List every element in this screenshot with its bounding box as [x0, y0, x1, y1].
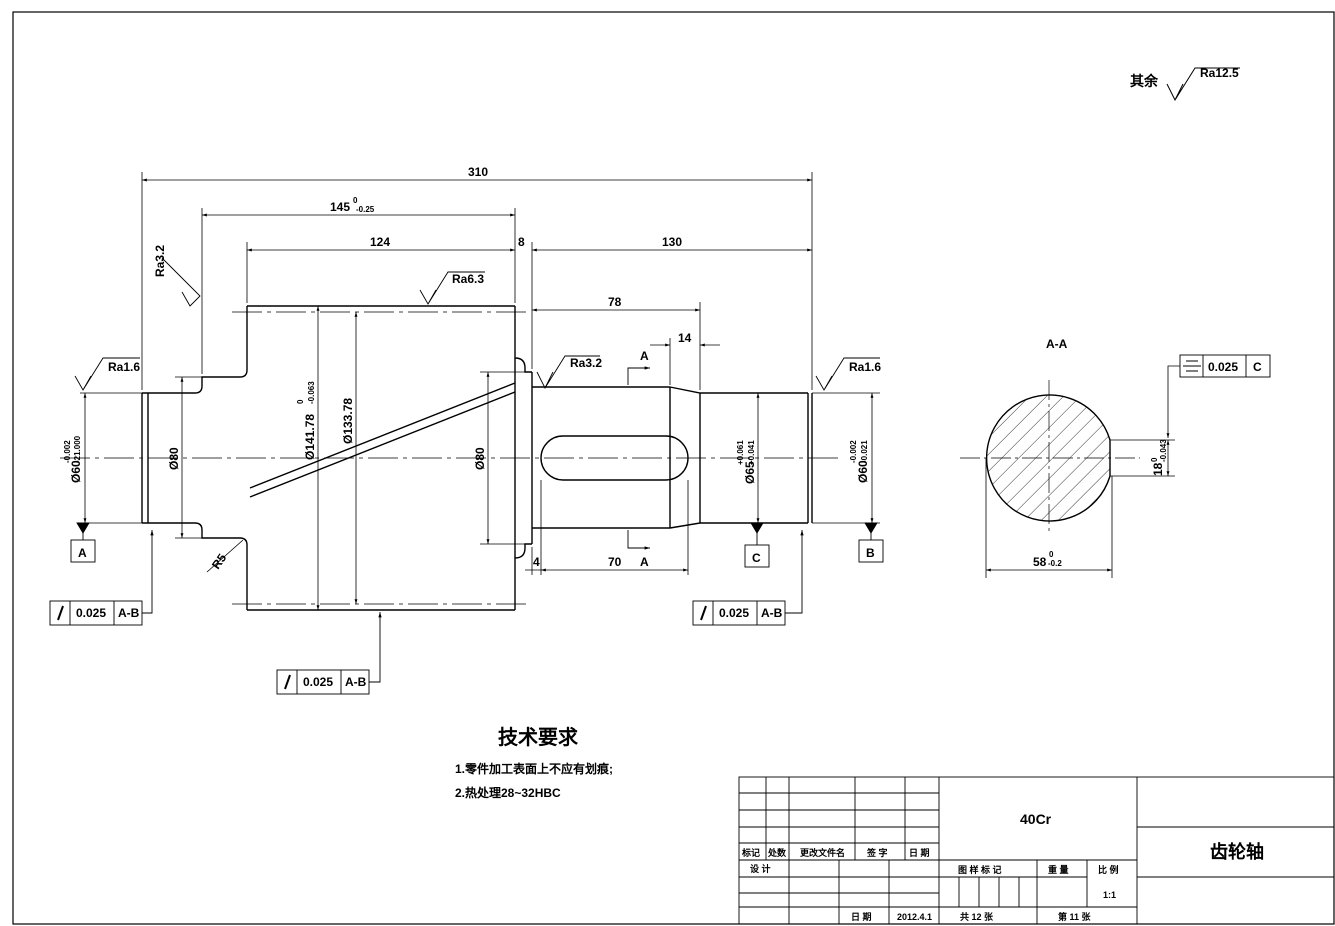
dim-tip: Ø141.78 [303, 414, 317, 460]
shaft-outline [141, 305, 813, 611]
dim-65-lower: +0.041 [747, 440, 756, 465]
tol-gear-datum: A-B [345, 675, 367, 689]
dim-right-journal-upper: -0.002 [849, 440, 858, 463]
dim-left-journal-upper: -0.002 [63, 440, 72, 463]
dim-key-depth: 18 [1151, 462, 1165, 476]
dim-70: 70 [608, 555, 622, 569]
dim-r5: R5 [209, 551, 229, 572]
roughness-right-journal: Ra1.6 [849, 360, 881, 374]
dim-left-journal: Ø60 [69, 460, 83, 483]
dim-145-upper: 0 [353, 196, 358, 205]
notes-item-2: 2.热处理28~32HBC [455, 785, 561, 800]
dim-root: Ø133.78 [341, 398, 355, 444]
dim-right-journal: Ø60 [856, 460, 870, 483]
dimension-lines [80, 172, 880, 610]
cut-mark-top: A [640, 349, 649, 363]
dim-left-journal-lower: -21.000 [73, 435, 82, 463]
tb-scale: 1:1 [1103, 890, 1116, 900]
tb-h-sign: 签 字 [866, 847, 888, 858]
roughness-left-shoulder: Ra3.2 [153, 245, 167, 277]
tb-h-count: 处数 [767, 847, 787, 858]
general-roughness: 其余 Ra12.5 [1130, 66, 1240, 102]
cut-mark-bottom: A [640, 555, 649, 569]
dim-right-collar: Ø80 [473, 447, 487, 470]
dim-8: 8 [518, 235, 525, 249]
dim-right-journal-lower: -0.021 [860, 440, 869, 463]
tol-left-value: 0.025 [76, 606, 106, 620]
tolerance-frame-gear [276, 612, 382, 695]
notes-item-1: 1.零件加工表面上不应有划痕; [455, 761, 613, 776]
dim-130: 130 [662, 235, 682, 249]
tol-symmetry-datum: C [1253, 360, 1262, 374]
dim-78: 78 [608, 295, 622, 309]
dim-145-lower: -0.25 [356, 205, 375, 214]
datum-features [70, 522, 884, 568]
tol-symmetry-value: 0.025 [1208, 360, 1238, 374]
tb-weight: 重 量 [1048, 864, 1069, 875]
dim-65: Ø65 [743, 461, 757, 484]
tb-total-sheets: 共 12 张 [960, 911, 994, 922]
tb-date: 2012.4.1 [897, 912, 932, 922]
tb-scale-label: 比 例 [1098, 864, 1119, 875]
general-roughness-prefix: 其余 [1130, 73, 1159, 89]
tb-h-doc: 更改文件名 [800, 847, 845, 858]
tb-design: 设 计 [750, 863, 771, 874]
dim-section-width-lower: -0.2 [1048, 559, 1062, 568]
dim-65-upper: +0.061 [736, 440, 745, 465]
roughness-symbols [74, 257, 880, 391]
section-cut-marks [627, 366, 650, 550]
dim-section-width-upper: 0 [1049, 550, 1054, 559]
tb-h-mark: 标记 [741, 847, 760, 858]
tb-date-label: 日 期 [851, 911, 872, 922]
title-block [738, 776, 1335, 925]
tb-h-date: 日 期 [909, 847, 930, 858]
dim-145: 145 [330, 200, 350, 214]
dim-4: 4 [533, 555, 540, 569]
tol-left-datum: A-B [118, 606, 140, 620]
dimension-texts: 310 145 0 -0.25 124 8 130 78 14 70 4 R5 … [63, 165, 870, 572]
datum-b: B [866, 546, 875, 560]
tb-pattern-mark: 图 样 标 记 [958, 864, 1002, 875]
tol-right-datum: A-B [761, 606, 783, 620]
title-material: 40Cr [1020, 811, 1052, 827]
tol-gear-value: 0.025 [303, 675, 333, 689]
dim-left-collar: Ø80 [167, 447, 181, 470]
general-roughness-value: Ra12.5 [1200, 66, 1239, 80]
roughness-gear-top: Ra6.3 [452, 272, 484, 286]
dim-key-depth-lower: -0.043 [1159, 439, 1168, 462]
section-label: A-A [1046, 337, 1068, 351]
roughness-left-journal: Ra1.6 [108, 360, 140, 374]
dim-key-depth-upper: 0 [1150, 457, 1159, 462]
tolerance-frame-left [49, 530, 154, 626]
dim-14: 14 [678, 331, 692, 345]
dim-tip-upper: 0 [296, 399, 305, 404]
section-view [960, 354, 1271, 578]
tolerance-frame-right [692, 530, 804, 626]
tol-right-value: 0.025 [719, 606, 749, 620]
notes-title: 技术要求 [498, 725, 579, 749]
dim-section-width: 58 [1033, 555, 1047, 569]
dim-124: 124 [370, 235, 390, 249]
dim-tip-lower: -0.063 [307, 381, 316, 404]
sheet-border [12, 11, 1335, 925]
tb-sheet-no: 第 11 张 [1058, 911, 1092, 922]
datum-a: A [78, 546, 87, 560]
dim-310: 310 [468, 165, 488, 179]
title-part-name: 齿轮轴 [1210, 841, 1264, 862]
datum-c: C [752, 551, 761, 565]
roughness-mid-shoulder: Ra3.2 [570, 356, 602, 370]
